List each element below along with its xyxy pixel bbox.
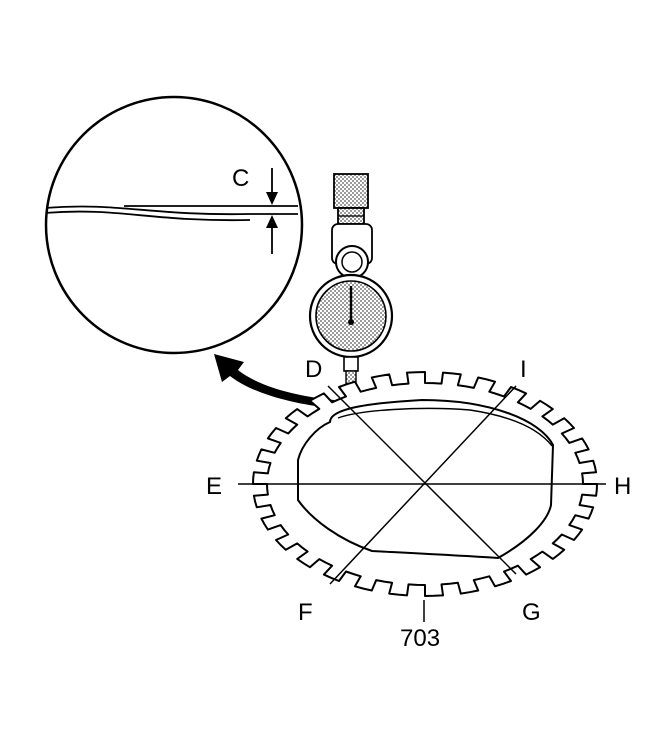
dimension-arrow-bottom-head <box>266 215 278 228</box>
warped-plate-line-lower <box>46 210 251 222</box>
dial-indicator <box>308 173 394 406</box>
label-g: G <box>522 599 541 626</box>
gauge-needle-hub <box>348 319 354 325</box>
label-h: H <box>614 473 631 500</box>
label-part-number: 703 <box>400 625 440 652</box>
label-f: F <box>298 599 313 626</box>
label-e: E <box>206 473 222 500</box>
plate-inner-lip <box>337 407 553 447</box>
dimension-arrow-top-head <box>266 192 278 205</box>
measure-line-d-g <box>327 385 517 575</box>
warped-plate-line-upper <box>46 205 251 216</box>
label-d: D <box>305 356 322 383</box>
gauge-stem-collar <box>343 356 359 372</box>
magnifier-circle <box>44 95 304 355</box>
label-i: I <box>520 356 527 383</box>
plate-inner-opening <box>297 398 555 560</box>
measure-line-i-f <box>329 385 517 585</box>
clutch-plate <box>238 371 606 622</box>
label-c: C <box>232 165 249 192</box>
magnified-detail: C <box>44 95 304 355</box>
gauge-mount-rod <box>333 173 369 209</box>
